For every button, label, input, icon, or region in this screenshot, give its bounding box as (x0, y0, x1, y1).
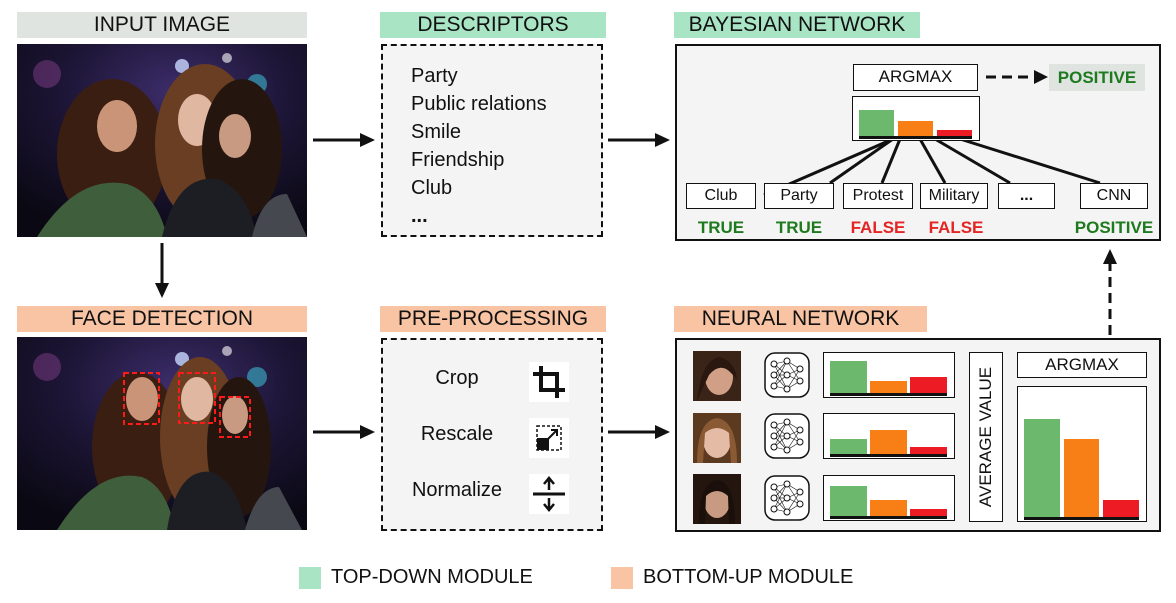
face-score-baseline (830, 454, 947, 457)
neural-network-header: NEURAL NETWORK (674, 306, 927, 332)
arrow-descriptors-to-bayes (608, 133, 670, 147)
face-detection-header: FACE DETECTION (17, 306, 307, 332)
face-box-3 (219, 396, 251, 438)
descriptor-list: Party Public relations Smile Friendship … (411, 62, 547, 230)
pre-processing-header: PRE-PROCESSING (380, 306, 606, 332)
neural-net-icon (764, 352, 810, 398)
input-image-header: INPUT IMAGE (17, 12, 307, 38)
face-score-baseline (830, 393, 947, 396)
legend-top-down-label: TOP-DOWN MODULE (331, 566, 533, 588)
bayes-result: POSITIVE (1049, 64, 1145, 91)
state-club: TRUE (697, 218, 745, 237)
average-score-chart (1017, 386, 1147, 522)
arrow-preprocessing-to-neural (608, 425, 670, 439)
descriptors-box: Party Public relations Smile Friendship … (381, 44, 603, 237)
face-score-chart (823, 475, 955, 521)
average-score-bar (1063, 439, 1100, 518)
dashed-arrow-neural-to-bayes (1103, 249, 1117, 335)
arrow-face-to-preprocessing (313, 425, 375, 439)
state-protest: FALSE (850, 218, 906, 237)
node-party: Party (764, 183, 834, 209)
average-score-baseline (1024, 517, 1139, 520)
face-score-bar (910, 377, 947, 394)
face-score-baseline (830, 516, 947, 519)
state-military: FALSE (928, 218, 984, 237)
face-thumbnail (693, 351, 741, 401)
face-box-1 (123, 372, 160, 425)
descriptor-item: Public relations (411, 93, 547, 115)
descriptor-item: Club (411, 177, 453, 199)
legend-top-down-swatch (299, 567, 321, 589)
average-score-bar (1024, 418, 1060, 518)
legend-bottom-up-swatch (611, 567, 633, 589)
bayesian-network-header: BAYESIAN NETWORK (674, 12, 920, 38)
face-score-bar (870, 429, 907, 455)
face-score-bar (870, 500, 907, 517)
rescale-icon (529, 418, 569, 458)
face-score-bar (830, 360, 867, 394)
pre-processing-box: Crop Rescale Normalize (381, 338, 603, 531)
normalize-label: Normalize (411, 479, 503, 501)
legend-bottom-up-label: BOTTOM-UP MODULE (643, 566, 854, 588)
arrow-input-to-face-detection (155, 243, 169, 298)
node-ellipsis: ... (998, 183, 1055, 209)
average-value-box: AVERAGE VALUE (969, 352, 1003, 522)
bayes-posterior-chart (852, 96, 980, 141)
rescale-label: Rescale (420, 423, 494, 445)
posterior-bar (936, 129, 972, 137)
face-score-chart (823, 352, 955, 398)
input-photo (17, 44, 307, 237)
posterior-bar (898, 120, 933, 137)
descriptor-item: Party (411, 65, 458, 87)
face-score-bar (910, 446, 947, 455)
arrow-input-to-descriptors (313, 133, 375, 147)
face-thumbnail (693, 413, 741, 463)
crop-label: Crop (435, 367, 479, 389)
face-score-chart (823, 413, 955, 459)
face-score-bar (870, 381, 907, 394)
neural-net-icon (764, 413, 810, 459)
descriptors-header: DESCRIPTORS (380, 12, 606, 38)
node-protest: Protest (843, 183, 913, 209)
state-party: TRUE (775, 218, 823, 237)
normalize-icon (529, 474, 569, 514)
node-club: Club (686, 183, 756, 209)
descriptor-item: Friendship (411, 149, 505, 171)
face-detection-photo (17, 337, 307, 530)
dashed-arrow-right (986, 70, 1048, 84)
descriptor-item: Smile (411, 121, 462, 143)
neural-net-icon (764, 475, 810, 521)
face-score-bar (830, 485, 867, 517)
face-score-bar (830, 439, 867, 455)
face-thumbnail (693, 474, 741, 524)
bayes-argmax-box: ARGMAX (853, 64, 978, 91)
state-cnn: POSITIVE (1074, 218, 1154, 237)
node-cnn: CNN (1080, 183, 1148, 209)
average-score-bar (1103, 500, 1139, 518)
neural-argmax-box: ARGMAX (1017, 352, 1147, 378)
node-military: Military (920, 183, 988, 209)
crop-icon (529, 362, 569, 402)
face-box-2 (178, 372, 216, 424)
descriptor-item: ... (411, 205, 428, 227)
posterior-bar (859, 110, 895, 137)
posterior-baseline (859, 136, 972, 139)
face-score-bar (910, 508, 947, 517)
